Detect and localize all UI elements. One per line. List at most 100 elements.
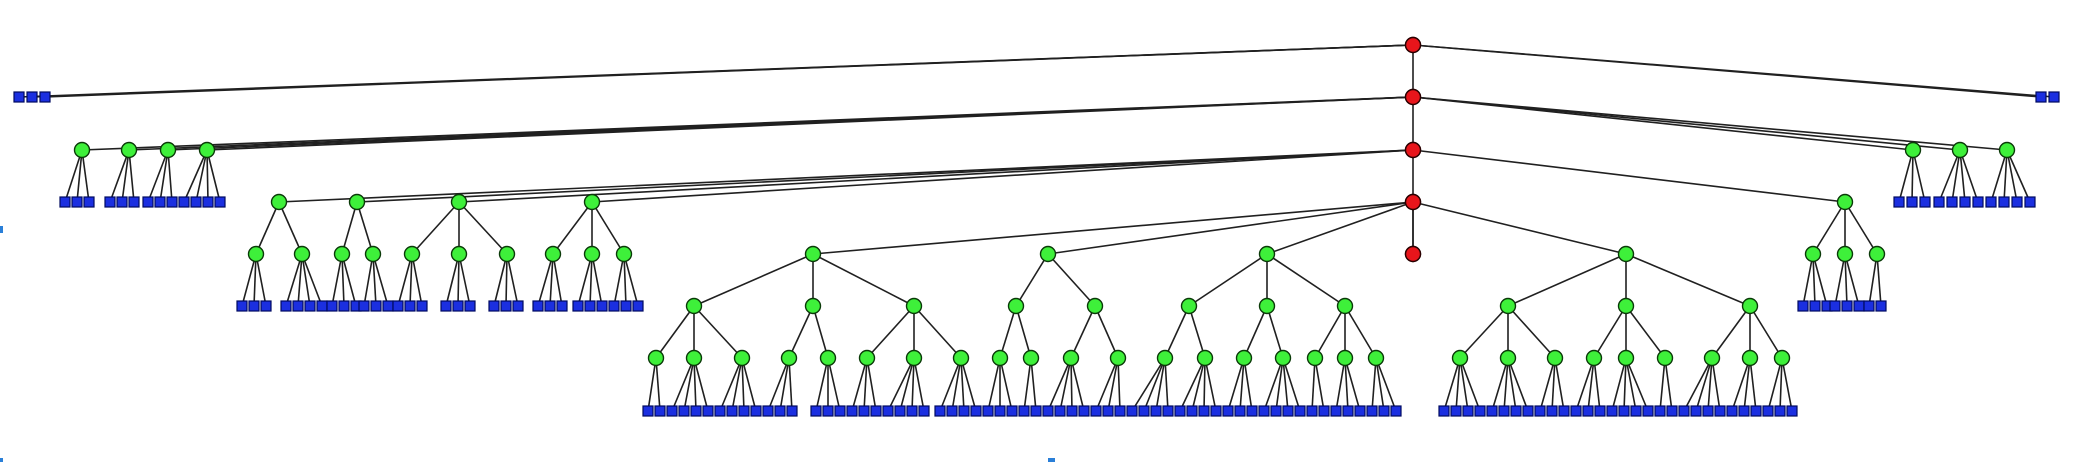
tree-edge-146 (1047, 253, 1096, 307)
tree-edge-121 (827, 357, 841, 412)
internal-node-49 (1258, 245, 1276, 263)
spine-node-75 (1404, 141, 1422, 159)
tree-edge-48 (297, 253, 303, 307)
tree-edge-214 (1625, 357, 1637, 412)
leaf-node-31 (260, 300, 272, 312)
tree-edge-114 (788, 305, 814, 359)
leaf-node-70 (666, 405, 678, 417)
tree-edge-198 (1491, 357, 1509, 412)
tree-edge-166 (1203, 357, 1206, 412)
leaf-node-25 (1985, 196, 1997, 208)
internal-node-60 (1617, 245, 1635, 263)
leaf-node-147 (1642, 405, 1654, 417)
tree-edge-140 (987, 357, 1001, 412)
tree-edge-76 (549, 253, 554, 307)
internal-node-31 (685, 297, 703, 315)
tree-edge-110 (731, 357, 743, 412)
internal-node-40 (905, 349, 923, 367)
tree-edge-68 (458, 253, 471, 307)
tree-edge-142 (999, 357, 1013, 412)
tree-edge-134 (951, 357, 962, 412)
leaf-node-60 (1797, 300, 1809, 312)
leaf-node-79 (774, 405, 786, 417)
leaf-node-112 (1186, 405, 1198, 417)
tree-edge-81 (591, 253, 603, 307)
internal-node-25 (615, 245, 633, 263)
internal-node-48 (1109, 349, 1127, 367)
internal-node-8 (198, 141, 216, 159)
leaf-node-17 (214, 196, 226, 208)
leaf-node-66 (1863, 300, 1875, 312)
leaf-node-36 (326, 300, 338, 312)
tree-edge-189 (1375, 357, 1397, 412)
tree-edge-150 (1070, 357, 1073, 412)
leaf-node-61 (1809, 300, 1821, 312)
tree-edge-221 (1683, 357, 1713, 412)
leaf-node-23 (1959, 196, 1971, 208)
tree-edge-224 (1711, 357, 1721, 412)
internal-node-38 (905, 297, 923, 315)
tree-edge-159 (1131, 357, 1166, 412)
tree-edge-13 (81, 149, 90, 203)
tree-edge-164 (1179, 357, 1206, 412)
leaf-node-32 (280, 300, 292, 312)
leaf-node-81 (810, 405, 822, 417)
leaf-node-137 (1522, 405, 1534, 417)
leaf-node-106 (1114, 405, 1126, 417)
leaf-node-9 (116, 196, 128, 208)
tree-edge-178 (1266, 253, 1346, 307)
leaf-node-65 (1853, 300, 1865, 312)
leaf-node-153 (1714, 405, 1726, 417)
internal-node-46 (1086, 297, 1104, 315)
tree-edge-124 (851, 357, 868, 412)
tree-edge-36 (1412, 96, 2008, 151)
tree-edge-97 (1876, 253, 1882, 307)
leaf-node-67 (1875, 300, 1887, 312)
tree-edge-196 (1459, 357, 1481, 412)
tree-edge-93 (1844, 253, 1848, 307)
leaf-node-125 (1342, 405, 1354, 417)
tree-edge-74 (552, 201, 593, 255)
leaf-node-82 (822, 405, 834, 417)
internal-node-43 (1007, 297, 1025, 315)
internal-node-63 (1499, 349, 1517, 367)
leaf-node-88 (894, 405, 906, 417)
tree-edge-94 (1844, 253, 1860, 307)
leaf-node-28 (2024, 196, 2036, 208)
leaf-node-154 (1726, 405, 1738, 417)
tree-edge-119 (815, 357, 829, 412)
edge-mark-left-mid (0, 226, 3, 233)
leaf-node-20 (1919, 196, 1931, 208)
leaf-node-34 (304, 300, 316, 312)
internal-node-28 (1836, 245, 1854, 263)
internal-node-54 (1235, 349, 1253, 367)
leaf-node-80 (786, 405, 798, 417)
leaf-node-107 (1126, 405, 1138, 417)
leaf-node-118 (1258, 405, 1270, 417)
leaf-node-159 (1786, 405, 1798, 417)
leaf-node-0 (13, 91, 25, 103)
tree-edge-102 (655, 357, 661, 412)
tree-edge-167 (1204, 357, 1217, 412)
tree-edge-209 (1587, 357, 1595, 412)
leaf-node-98 (1018, 405, 1030, 417)
internal-node-17 (364, 245, 382, 263)
leaf-node-130 (1438, 405, 1450, 417)
tree-edge-222 (1695, 357, 1713, 412)
tree-edge-217 (1659, 357, 1666, 412)
leaf-node-152 (1702, 405, 1714, 417)
leaf-node-69 (654, 405, 666, 417)
tree-edge-230 (1767, 357, 1783, 412)
internal-node-37 (819, 349, 837, 367)
tree-edge-20 (159, 149, 169, 203)
leaf-node-72 (690, 405, 702, 417)
leaf-node-43 (404, 300, 416, 312)
nodes-layer (13, 36, 2060, 417)
leaf-node-157 (1762, 405, 1774, 417)
leaf-node-96 (994, 405, 1006, 417)
tree-edge-165 (1191, 357, 1206, 412)
leaf-node-10 (128, 196, 140, 208)
leaf-node-142 (1582, 405, 1594, 417)
leaf-node-85 (858, 405, 870, 417)
tree-edge-158 (1164, 305, 1190, 359)
